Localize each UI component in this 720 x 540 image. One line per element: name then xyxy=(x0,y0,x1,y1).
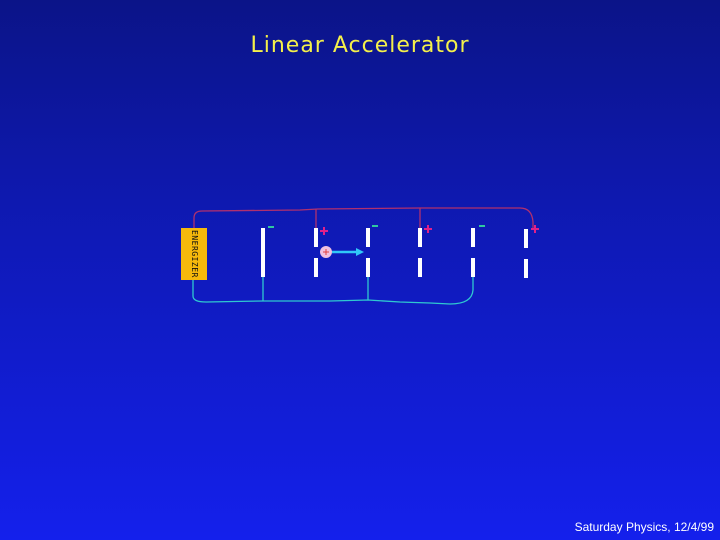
energizer-box: ENERGIZER xyxy=(181,228,207,280)
particle-charge-icon xyxy=(323,249,329,255)
drift-plate-upper xyxy=(366,228,370,247)
drift-plate xyxy=(261,228,265,277)
drift-plate-upper xyxy=(471,228,475,247)
drift-plate-lower xyxy=(366,258,370,277)
drift-plate-lower xyxy=(471,258,475,277)
drift-plate-upper xyxy=(314,228,318,247)
slide-footer: Saturday Physics, 12/4/99 xyxy=(574,520,714,534)
drift-plate-upper xyxy=(524,229,528,248)
drift-plate-lower xyxy=(524,259,528,278)
slide-title: Linear Accelerator xyxy=(250,33,470,58)
minus-sign-icon xyxy=(268,226,274,228)
plus-sign-icon xyxy=(320,227,328,235)
plus-sign-icon xyxy=(531,225,539,233)
drift-plate-lower xyxy=(418,258,422,277)
positive-wire xyxy=(193,207,534,228)
energizer-label: ENERGIZER xyxy=(190,230,199,278)
arrowhead-icon xyxy=(356,248,364,256)
minus-sign-icon xyxy=(479,225,485,227)
plus-sign-icon xyxy=(424,225,432,233)
negative-wire xyxy=(192,276,474,305)
drift-plate-upper xyxy=(418,228,422,247)
drift-plate-lower xyxy=(314,258,318,277)
minus-sign-icon xyxy=(372,225,378,227)
